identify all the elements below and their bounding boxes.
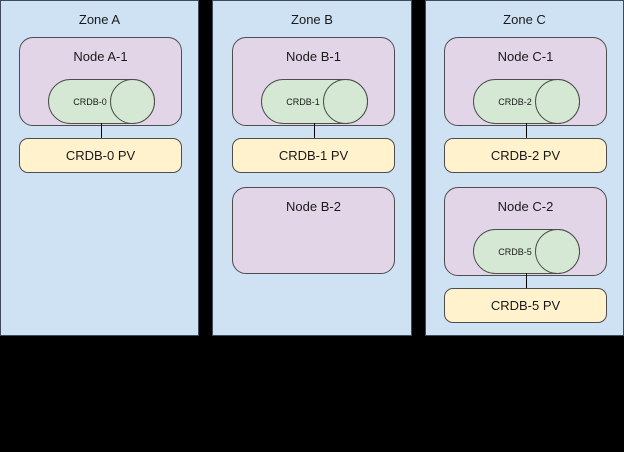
node-label-c-1: Node C-1 [497,49,554,64]
zone-panel-a[interactable]: Zone A Node A-1 CRDB-0 CRDB-0 PV [0,0,199,336]
connector-c-1 [526,123,527,139]
node-box-c-1[interactable]: Node C-1 CRDB-2 [444,37,607,126]
node-label-b-2: Node B-2 [286,199,341,214]
node-box-b-1[interactable]: Node B-1 CRDB-1 [232,37,395,126]
database-label-crdb-2: CRDB-2 [498,96,532,107]
pv-box-crdb-2[interactable]: CRDB-2 PV [444,138,607,173]
node-label-a-1: Node A-1 [73,49,128,64]
database-cylinder-crdb-2[interactable]: CRDB-2 [473,79,580,124]
pv-label-crdb-1: CRDB-1 PV [278,148,349,163]
database-cylinder-crdb-0[interactable]: CRDB-0 [48,79,155,124]
connector-c-2 [526,273,527,289]
cylinder-icon [48,79,155,124]
node-box-c-2[interactable]: Node C-2 CRDB-5 [444,187,607,276]
zone-label-c: Zone C [503,12,546,27]
node-label-c-2: Node C-2 [497,199,554,214]
node-box-a-1[interactable]: Node A-1 CRDB-0 [19,37,182,126]
database-label-crdb-1: CRDB-1 [286,96,320,107]
database-label-crdb-5: CRDB-5 [498,246,532,257]
cylinder-icon [261,79,368,124]
node-box-b-2[interactable]: Node B-2 [232,187,395,274]
zone-label-a: Zone A [78,12,121,27]
node-label-b-1: Node B-1 [286,49,341,64]
database-cylinder-crdb-1[interactable]: CRDB-1 [261,79,368,124]
pv-label-crdb-2: CRDB-2 PV [490,148,561,163]
database-cylinder-crdb-5[interactable]: CRDB-5 [473,229,580,274]
pv-box-crdb-0[interactable]: CRDB-0 PV [19,138,182,173]
zone-panel-b[interactable]: Zone B Node B-1 CRDB-1 CRDB-1 PV Node B-… [212,0,412,336]
cylinder-icon [473,229,580,274]
connector-b-1 [314,123,315,139]
pv-box-crdb-5[interactable]: CRDB-5 PV [444,288,607,323]
zone-panel-c[interactable]: Zone C Node C-1 CRDB-2 CRDB-2 PV Node C-… [425,0,624,336]
zone-label-b: Zone B [291,12,333,27]
database-label-crdb-0: CRDB-0 [73,96,107,107]
cylinder-icon [473,79,580,124]
pv-box-crdb-1[interactable]: CRDB-1 PV [232,138,395,173]
pv-label-crdb-5: CRDB-5 PV [490,298,561,313]
connector-a-1 [101,123,102,139]
pv-label-crdb-0: CRDB-0 PV [65,148,136,163]
